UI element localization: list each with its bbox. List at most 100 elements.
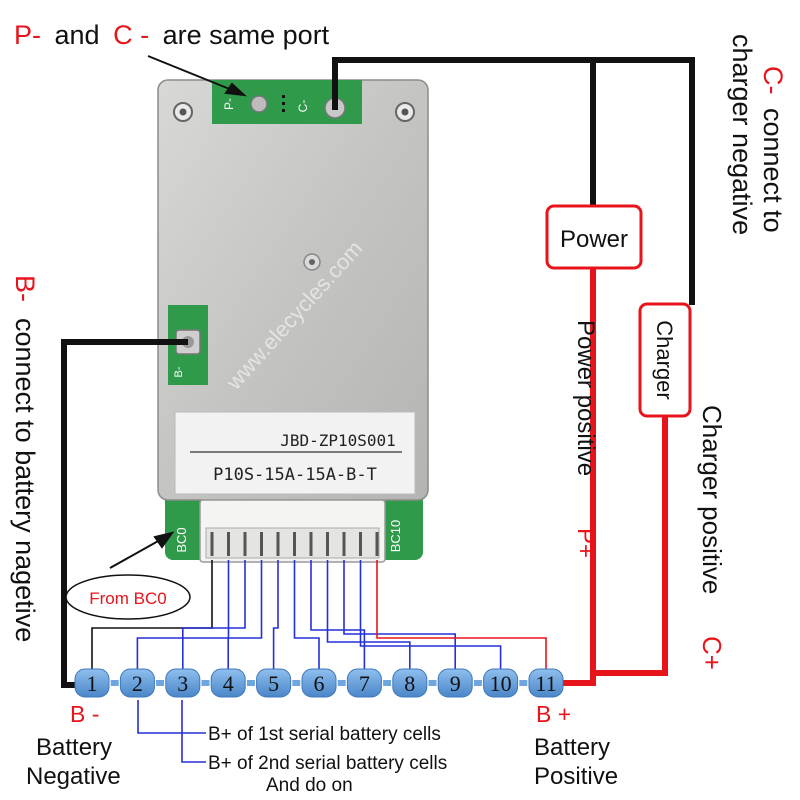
title-p-label: P- xyxy=(14,20,41,50)
left-note: B- connect to battery nagetive xyxy=(10,275,40,642)
terminal-2 xyxy=(119,668,155,698)
battery-positive-label: B + Battery Positive xyxy=(534,701,618,790)
terminal-1 xyxy=(74,668,110,698)
b-plus-line2: Positive xyxy=(534,763,618,790)
terminal-9 xyxy=(437,668,473,698)
title-and: and xyxy=(55,20,100,50)
right-note-line1: connect to xyxy=(758,108,788,233)
charger-box-label: Charger xyxy=(652,320,677,399)
terminal-8 xyxy=(392,668,428,698)
model-label: JBD-ZP10S001 P10S-15A-15A-B-T xyxy=(174,411,416,495)
note-bracket-1 xyxy=(137,700,206,734)
left-note-text: connect to battery nagetive xyxy=(10,318,40,642)
connector-wire xyxy=(310,560,366,669)
connector-pins xyxy=(210,532,379,556)
terminal-5 xyxy=(256,668,292,698)
b-minus-line1: Battery xyxy=(36,734,112,761)
note-first: B+ of 1st serial battery cells xyxy=(208,724,441,745)
connector-wire xyxy=(91,560,213,669)
connector-wire xyxy=(227,560,263,669)
connector-wires xyxy=(91,560,547,669)
board-model: JBD-ZP10S001 xyxy=(280,431,396,450)
port-bc0-label: BC0 xyxy=(174,527,189,552)
note-bracket-2 xyxy=(181,700,206,763)
black-wires xyxy=(61,57,695,688)
connector-pin xyxy=(326,532,329,556)
connector-pin xyxy=(227,532,230,556)
charger-positive-label: C+ xyxy=(697,636,727,670)
terminal-4 xyxy=(210,668,246,698)
callout-arrows xyxy=(109,55,247,569)
power-box-label: Power xyxy=(560,226,628,253)
b-plus-line1: Battery xyxy=(534,734,610,761)
connector-pin xyxy=(260,532,263,556)
right-note-line2: charger negative xyxy=(727,34,757,235)
connector-wire xyxy=(272,560,279,669)
terminal-label: 3 xyxy=(177,671,188,696)
terminal-7 xyxy=(346,668,382,698)
terminal-link xyxy=(337,680,346,686)
terminal-link xyxy=(473,680,482,686)
terminal-link xyxy=(110,680,119,686)
b-minus-line2: Negative xyxy=(26,763,121,790)
terminal-label: 7 xyxy=(359,671,370,696)
terminal-3 xyxy=(165,668,201,698)
charger-positive-note: Charger positive C+ xyxy=(697,405,727,670)
terminal-label: 11 xyxy=(535,671,556,696)
connector-pin xyxy=(243,532,247,556)
connector-pin xyxy=(375,532,379,556)
pad-p-minus: P- xyxy=(222,95,268,113)
left-note-b-label: B- xyxy=(10,275,40,302)
note-second: B+ of 2nd serial battery cells xyxy=(208,753,447,774)
port-bc10-label: BC10 xyxy=(388,520,403,553)
connector-pin xyxy=(342,532,346,556)
terminal-link xyxy=(201,680,210,686)
terminal-6 xyxy=(301,668,337,698)
mounting-holes xyxy=(173,102,415,271)
terminal-10 xyxy=(483,668,519,698)
title-arrowhead xyxy=(224,82,247,97)
terminal-label: 9 xyxy=(450,671,461,696)
title-arrow xyxy=(147,55,233,91)
terminal-label: 4 xyxy=(223,671,234,696)
connector-pin xyxy=(276,532,280,556)
connector-wire xyxy=(359,560,502,669)
cell-notes: B+ of 1st serial battery cells B+ of 2nd… xyxy=(137,700,447,796)
from-bc0-label: From BC0 xyxy=(89,589,166,608)
terminal-link xyxy=(519,680,528,686)
connector-wire xyxy=(326,560,411,669)
connector-wire xyxy=(343,560,456,669)
note-third: And do on xyxy=(266,775,353,796)
terminal-label: 5 xyxy=(268,671,279,696)
terminal-label: 6 xyxy=(314,671,325,696)
terminal-11 xyxy=(528,668,564,698)
connector-pin xyxy=(210,532,214,556)
board-spec: P10S-15A-15A-B-T xyxy=(213,465,377,485)
power-positive-wire xyxy=(560,268,596,686)
pad-c-label: C- xyxy=(296,100,310,113)
terminal-label: 2 xyxy=(132,671,143,696)
power-positive-text: Power positive xyxy=(572,320,599,476)
c-minus-wire xyxy=(332,57,695,305)
right-note: C- connect to charger negative xyxy=(727,34,788,235)
battery-negative-label: B - Battery Negative xyxy=(26,701,121,790)
from-bc0-callout: From BC0 xyxy=(65,574,191,620)
bms-board: P- C- B- www.elecycles.com JBD-ZP10S001 … xyxy=(157,79,429,563)
connector-pin xyxy=(293,532,296,556)
bc0-arrow xyxy=(109,539,161,569)
connector-wire xyxy=(182,560,246,669)
charger-positive-wire xyxy=(593,416,668,676)
terminal-link xyxy=(292,680,301,686)
bc0-arrowhead xyxy=(153,531,175,549)
connector-pin xyxy=(359,532,362,556)
b-minus-label: B - xyxy=(70,701,99,727)
terminal-link xyxy=(156,680,165,686)
connector-pin xyxy=(309,532,313,556)
right-note-c-label: C- xyxy=(758,66,788,95)
title-c-label: C - xyxy=(113,20,149,50)
connector-wire xyxy=(293,560,320,669)
balance-connector: BC0 BC10 xyxy=(174,499,403,563)
power-box: Power xyxy=(545,204,643,270)
